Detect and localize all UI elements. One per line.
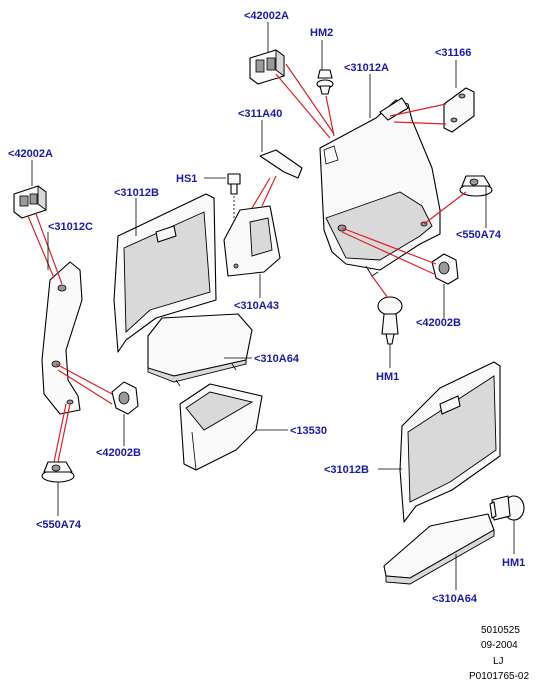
label-310a43: <310A43 (234, 300, 279, 312)
panel-31012b-lower (399, 361, 501, 523)
bracket-31166 (443, 87, 475, 133)
label-31012b-upper: <31012B (114, 187, 159, 199)
label-hs1: HS1 (176, 173, 197, 185)
label-13530: <13530 (290, 425, 327, 437)
label-31012c: <31012C (48, 221, 93, 233)
label-42002b-left: <42002B (96, 447, 141, 459)
clip-42002a-left (13, 185, 47, 219)
pushpin-hm1-lower (489, 495, 525, 521)
label-31012b-lower: <31012B (324, 464, 369, 476)
leader-lines (31, 22, 515, 590)
clip-550a74-left (41, 461, 75, 483)
fastener-hm2 (316, 69, 334, 95)
label-42002b-right: <42002B (416, 317, 461, 329)
tray-310a64-upper (147, 313, 253, 387)
label-42002a-left: <42002A (8, 148, 53, 160)
label-550a74-right: <550A74 (456, 229, 502, 241)
strip-31012c (41, 261, 83, 415)
clip-550a74-right (459, 175, 493, 197)
bin-13530 (179, 383, 263, 471)
label-hm2: HM2 (310, 27, 333, 39)
label-31012a: <31012A (344, 62, 389, 74)
clip-42002b-left (111, 381, 139, 415)
footer-line-1: 5010525 (481, 625, 520, 636)
bracket-310a43 (223, 205, 281, 277)
footer-line-3: LJ (493, 656, 504, 667)
panel-31012a (319, 97, 441, 277)
label-hm1-upper: HM1 (376, 371, 399, 383)
label-31166: <31166 (435, 47, 471, 59)
footer-line-2: 09-2004 (481, 640, 518, 651)
clip-42002a-top (249, 49, 285, 85)
label-310a64-lower: <310A64 (432, 593, 478, 605)
tray-310a64-lower (383, 513, 495, 585)
label-550a74-left: <550A74 (36, 519, 82, 531)
reference-footer: 5010525 09-2004 LJ P0101765-02 (469, 625, 529, 682)
label-311a40: <311A40 (238, 108, 282, 120)
label-310a64-upper: <310A64 (254, 353, 300, 365)
label-hm1-lower: HM1 (502, 557, 525, 569)
screw-hs1 (227, 173, 241, 266)
label-42002a-top: <42002A (244, 10, 289, 22)
footer-line-4: P0101765-02 (469, 671, 529, 682)
callout-labels: <42002A HM2 <31012A <31166 <311A40 HS1 <… (8, 10, 525, 605)
assembly-lines (27, 63, 467, 463)
plate-311a40 (259, 149, 303, 179)
panel-31012b-upper (113, 193, 217, 353)
clip-42002b-right (431, 253, 459, 285)
pushpin-hm1-upper (377, 296, 403, 345)
